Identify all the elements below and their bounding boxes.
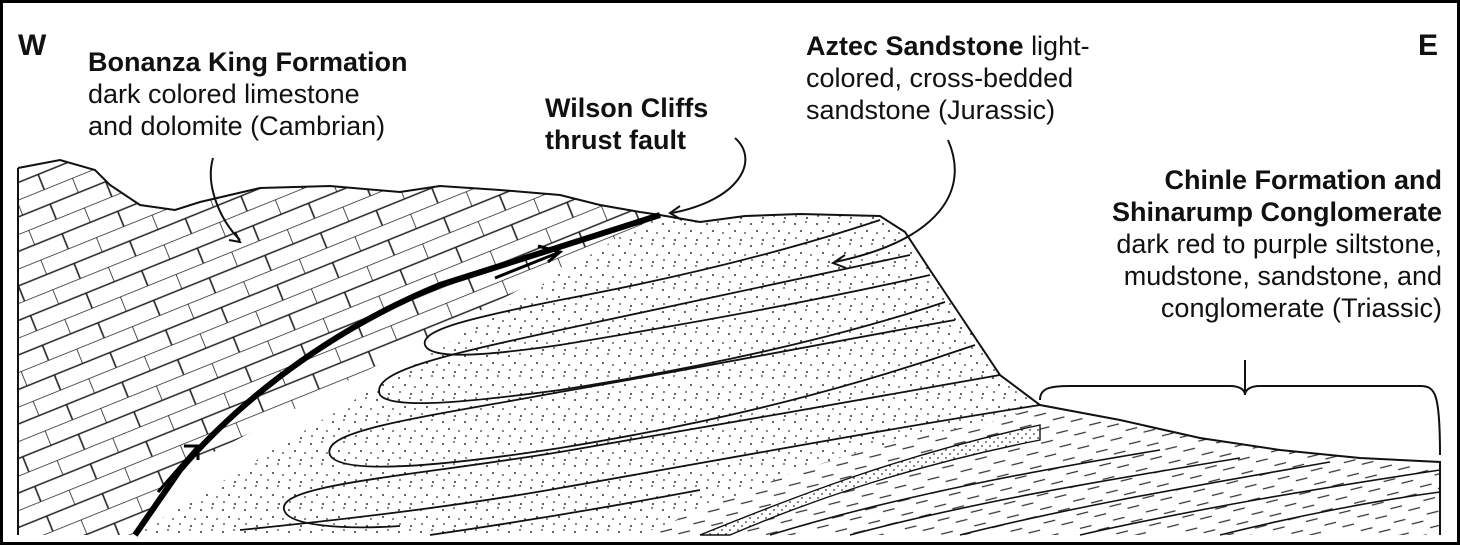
shinarump-band	[699, 424, 1041, 536]
chinle-desc-2: mudstone, sandstone, and	[1123, 261, 1442, 291]
aztec-desc-2: sandstone (Jurassic)	[806, 95, 1056, 125]
chinle-desc-1: dark red to purple siltstone,	[1116, 229, 1442, 259]
aztec-first-line-rest: light-	[1031, 31, 1090, 61]
chinle-name-1: Chinle Formation and	[1164, 165, 1442, 195]
chinle-bed-lines	[769, 449, 1441, 536]
fault-motion-arrow-upper	[494, 244, 564, 280]
east-direction-label: E	[1418, 29, 1439, 62]
wilson-cliffs-label: Wilson Cliffs thrust fault	[545, 92, 708, 156]
aztec-desc-1: colored, cross-bedded	[806, 63, 1074, 93]
chinle-formation-label: Chinle Formation and Shinarump Conglomer…	[1112, 164, 1442, 324]
aztec-sandstone-name: Aztec Sandstone	[806, 31, 1024, 61]
fault-motion-arrow-lower	[156, 444, 200, 493]
leader-lines	[209, 137, 1441, 456]
chinle-desc-3: conglomerate (Triassic)	[1160, 293, 1442, 323]
aztec-fold-lines	[239, 219, 1041, 536]
wilson-cliffs-name-1: Wilson Cliffs	[545, 93, 709, 123]
aztec-sandstone-label: Aztec Sandstone light- colored, cross-be…	[806, 30, 1090, 126]
aztec-sandstone-body	[135, 214, 1040, 535]
bonanza-king-desc-1: dark colored limestone	[88, 79, 360, 109]
bonanza-king-label: Bonanza King Formation dark colored lime…	[88, 46, 408, 142]
bonanza-king-name: Bonanza King Formation	[88, 47, 408, 77]
west-direction-label: W	[18, 29, 47, 62]
bonanza-king-body	[18, 160, 660, 535]
chinle-name-2: Shinarump Conglomerate	[1111, 197, 1442, 227]
bonanza-king-desc-2: and dolomite (Cambrian)	[88, 111, 386, 141]
wilson-cliffs-name-2: thrust fault	[545, 125, 686, 155]
